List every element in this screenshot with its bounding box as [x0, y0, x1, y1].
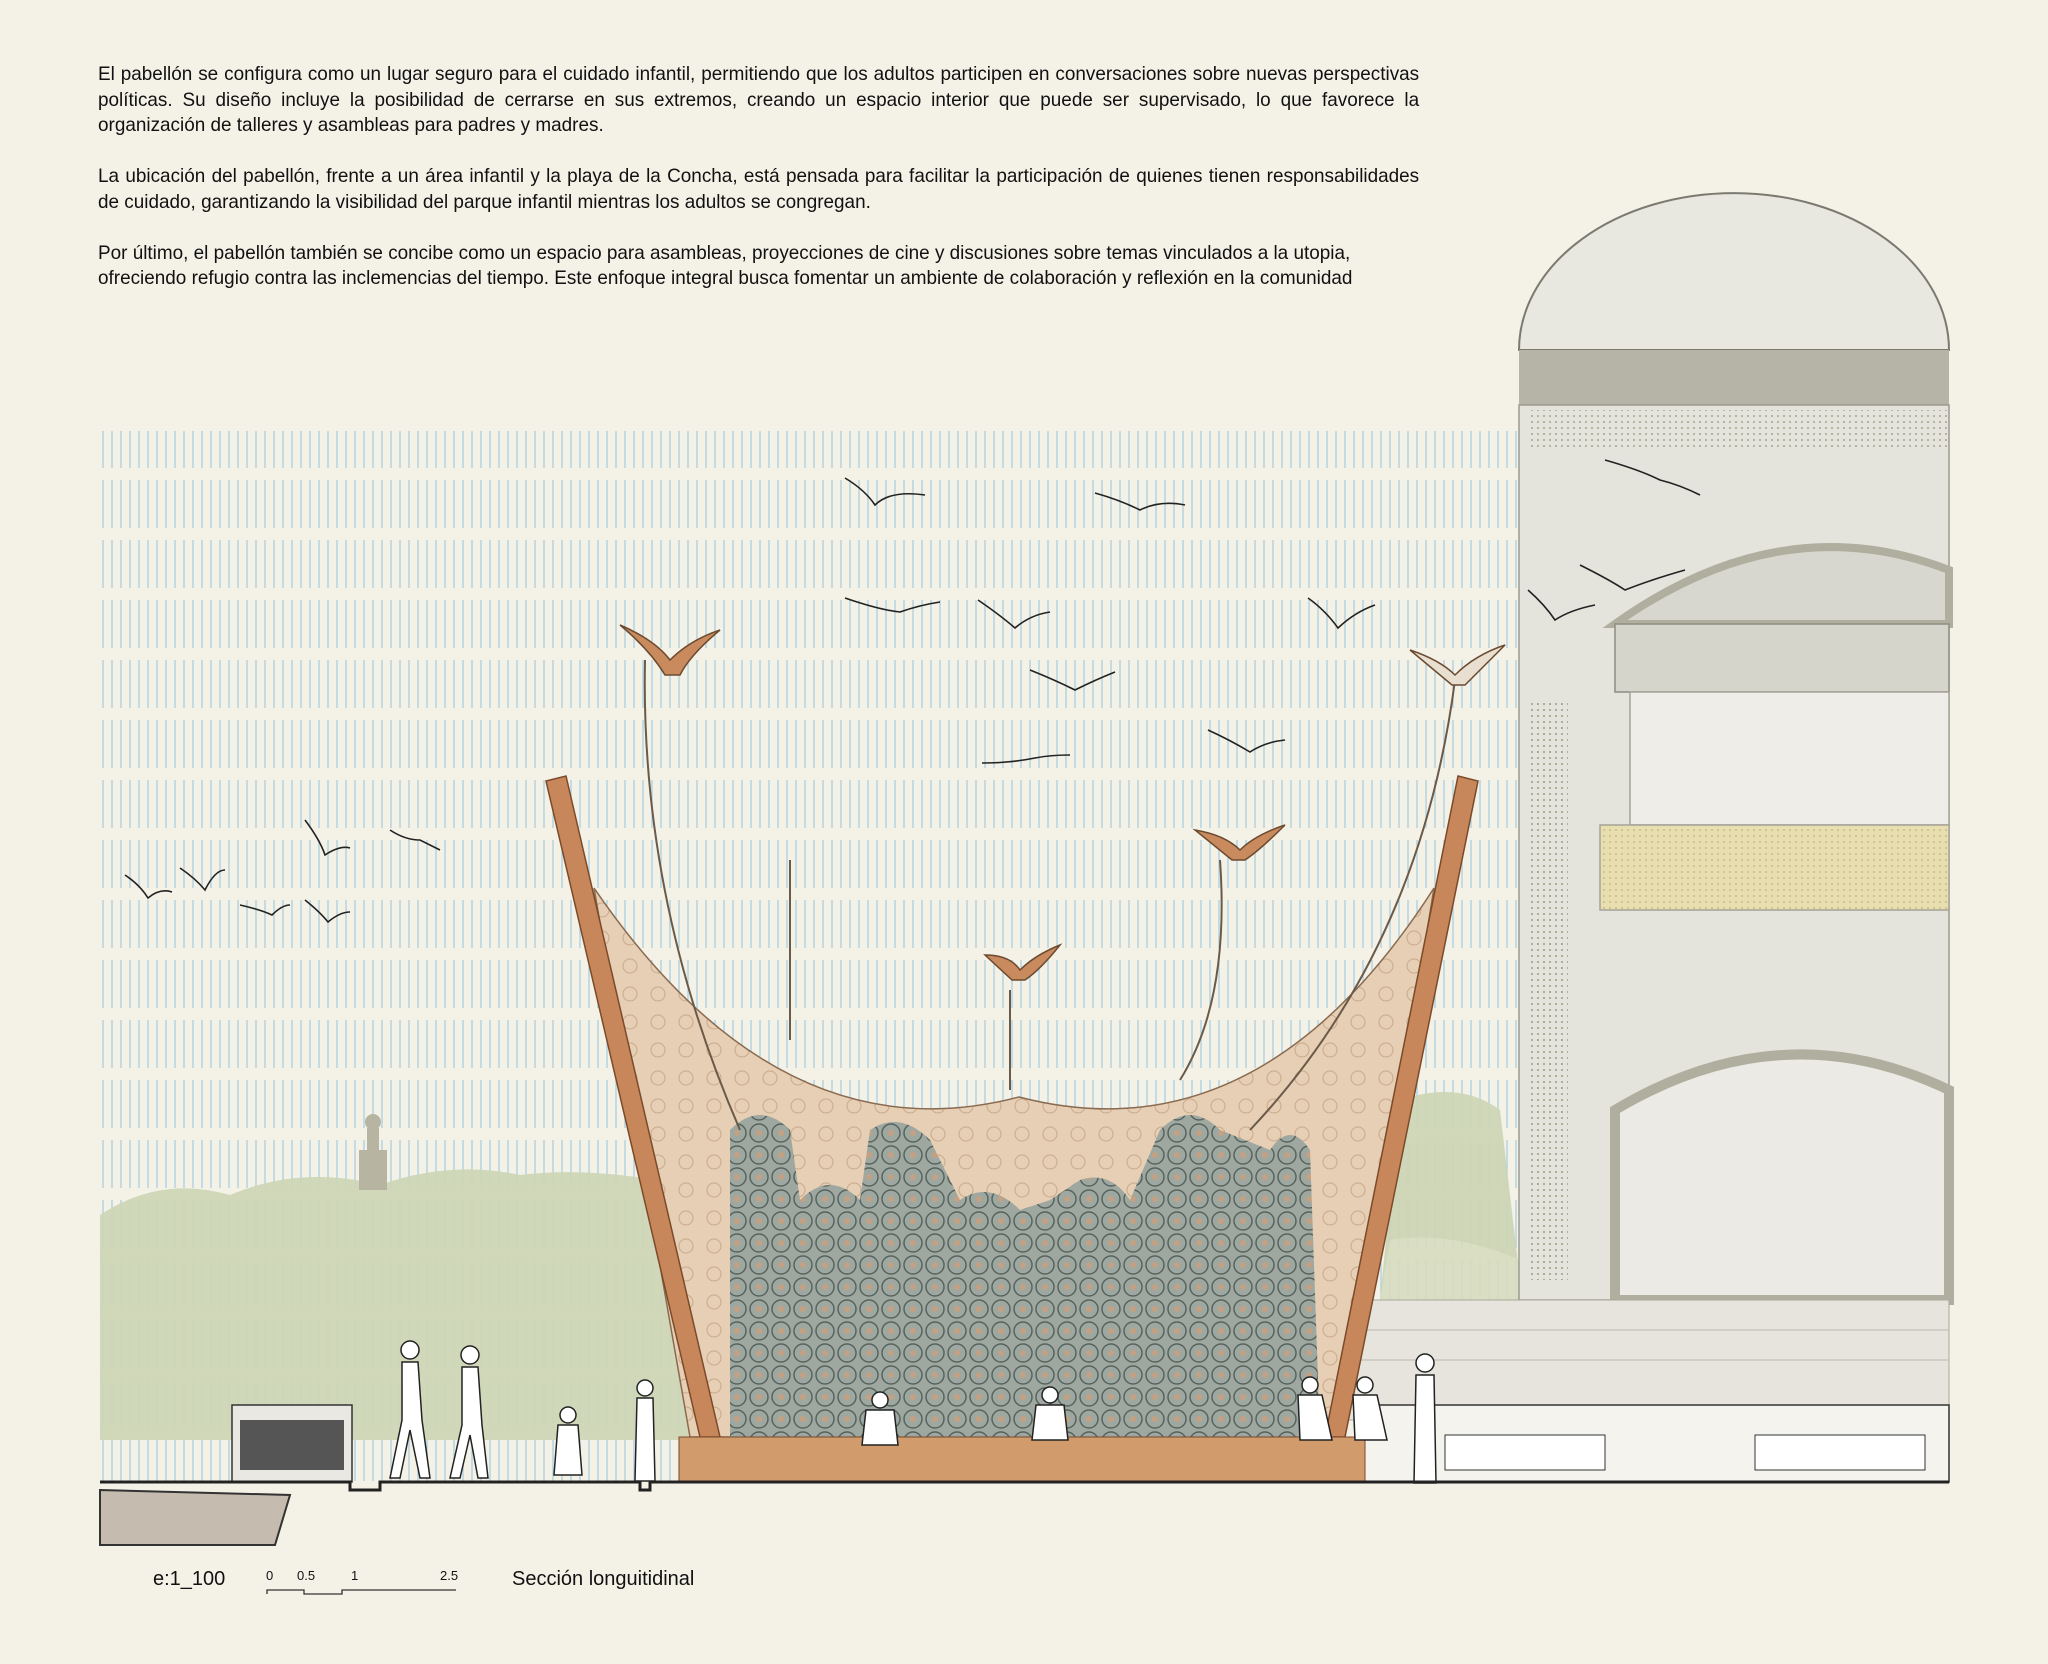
scale-tick-label: 0 — [266, 1568, 274, 1583]
paragraph: Por último, el pabellón también se conci… — [98, 241, 1353, 290]
pavilion-lattice — [730, 1115, 1320, 1437]
timber-bench — [678, 1436, 1366, 1483]
monument-statue — [359, 1114, 387, 1190]
scale-tick-label: 1 — [351, 1568, 359, 1583]
ground-line — [99, 1480, 1949, 1546]
paragraph: La ubicación del pabellón, frente a un á… — [98, 165, 1420, 213]
paragraph: El pabellón se configura como un lugar s… — [98, 63, 1420, 136]
kiosk — [231, 1404, 353, 1483]
flying-birds — [124, 459, 1701, 924]
scale-label: e:1_100 — [153, 1568, 226, 1590]
promenade-railing — [1344, 1299, 1950, 1483]
description-text: El pabellón se configura como un lugar s… — [98, 62, 1419, 317]
pavilion — [545, 659, 1479, 1483]
scale-bar-line — [266, 1589, 456, 1595]
building-facade — [1517, 192, 1954, 1305]
background-trees — [100, 1092, 1520, 1440]
drawing-title: Sección longuitidinal — [512, 1568, 695, 1590]
scale-tick-label: 0.5 — [297, 1568, 316, 1583]
people-silhouettes — [389, 1340, 1437, 1484]
scale-tick-label: 2.5 — [440, 1568, 459, 1583]
graphic-scale-bar: 0 0.5 1 2.5 — [266, 1568, 466, 1596]
bird-sculptures — [619, 624, 1506, 981]
